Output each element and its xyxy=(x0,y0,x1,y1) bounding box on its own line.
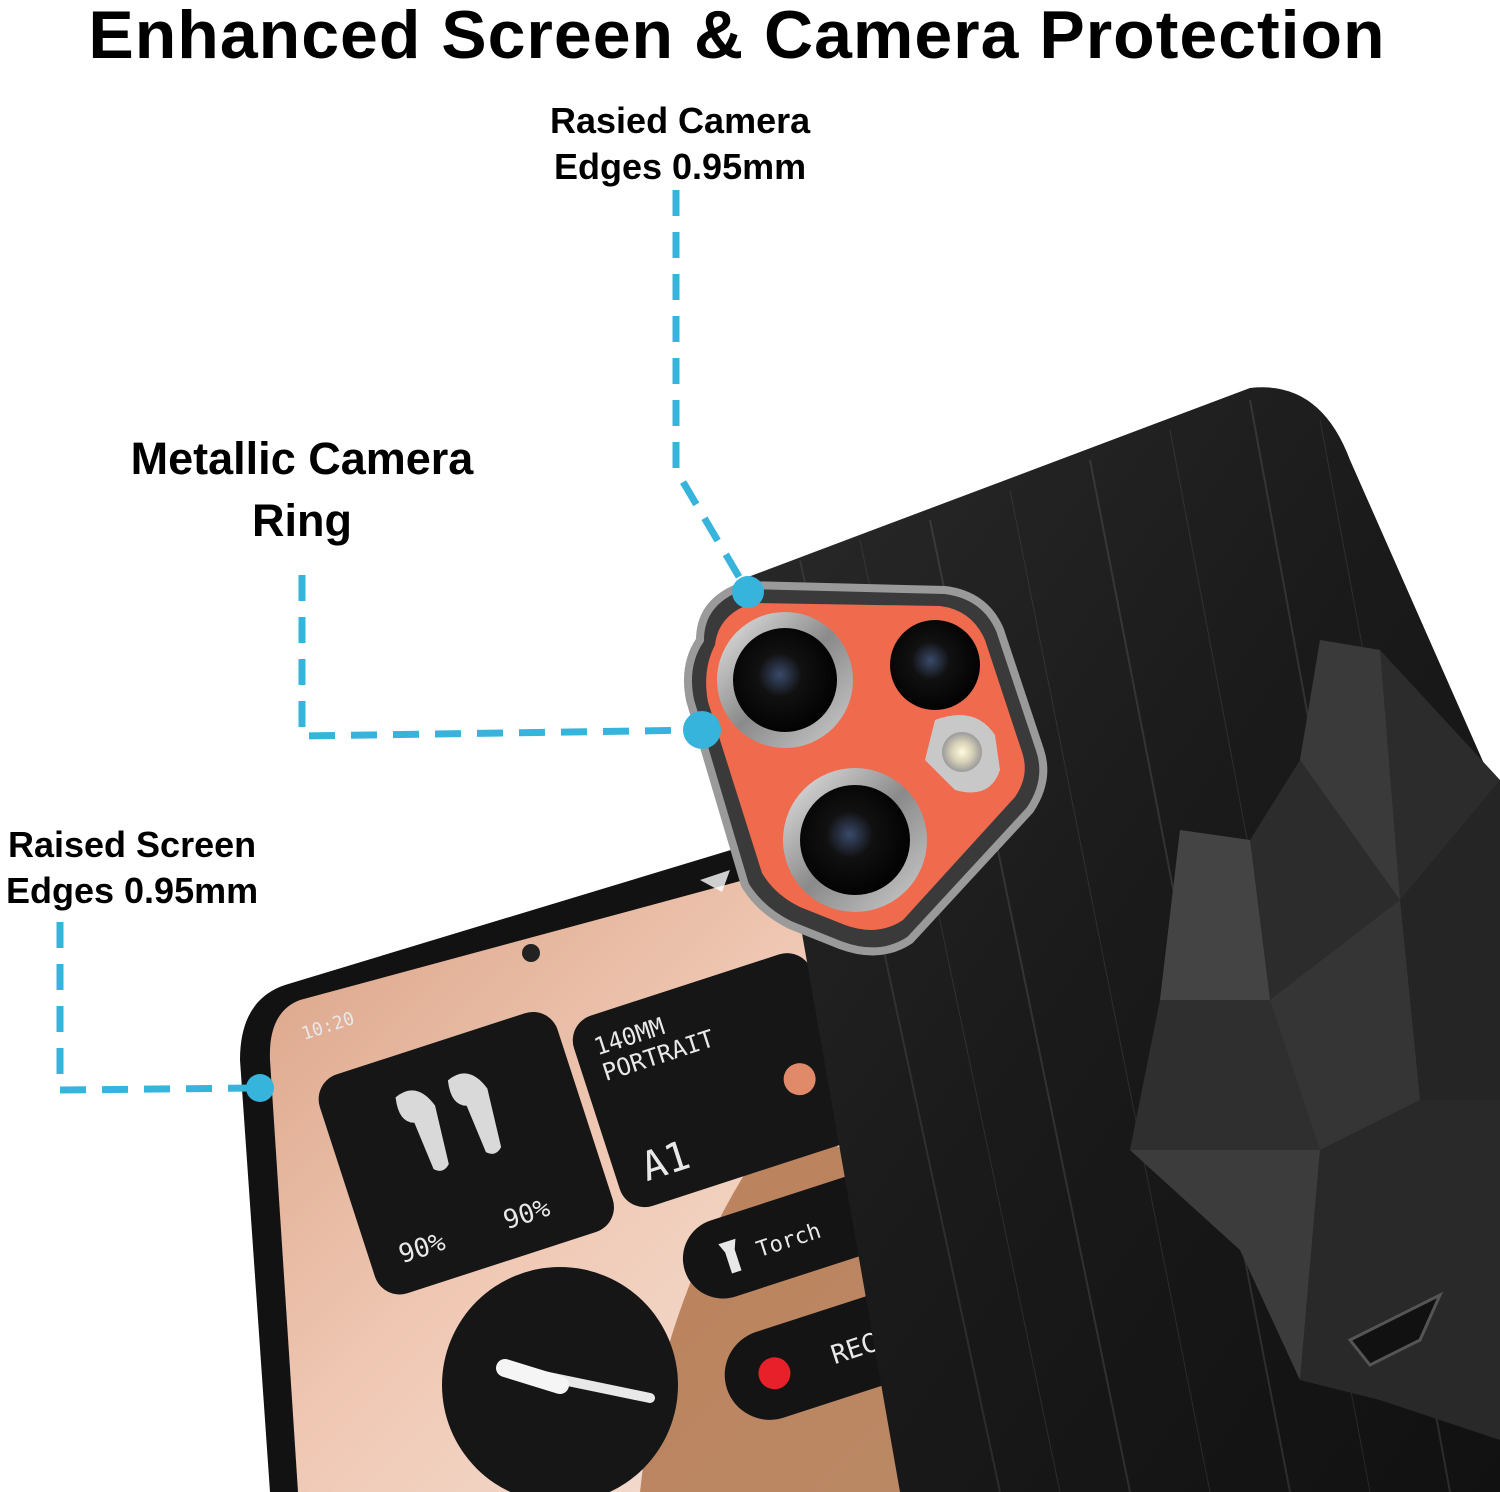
callout-line-raised-camera xyxy=(672,190,752,594)
torch-icon xyxy=(718,1238,742,1274)
callout-dot-raised-screen xyxy=(246,1074,274,1102)
telephoto-lens xyxy=(890,620,980,710)
callout-raised-screen-line1: Raised Screen xyxy=(7,824,257,865)
callout-line-raised-screen xyxy=(56,922,259,1094)
callout-metal-ring-line1: Metallic Camera xyxy=(130,433,474,484)
page-title: Enhanced Screen & Camera Protection xyxy=(88,0,1386,73)
earbuds-widget: 90% 90% xyxy=(318,1011,614,1295)
callout-lines xyxy=(56,190,752,1094)
camera-widget-dot xyxy=(783,1063,816,1096)
horse-nostril xyxy=(1347,1291,1444,1367)
callout-raised-screen-edges: Raised Screen Edges 0.95mm xyxy=(6,822,258,914)
main-lens xyxy=(733,628,837,732)
callout-metallic-camera-ring: Metallic Camera Ring xyxy=(122,428,482,552)
callout-raised-camera-line1: Rasied Camera xyxy=(550,100,811,141)
front-camera-icon xyxy=(522,944,540,962)
callout-dot-raised-camera xyxy=(732,576,764,608)
phone-case-back xyxy=(684,387,1500,1492)
camera-widget: 140MM PORTRAIT A1 xyxy=(572,953,859,1208)
callout-raised-screen-line2: Edges 0.95mm xyxy=(6,870,259,911)
earbuds-icon xyxy=(395,1073,502,1171)
ultrawide-lens xyxy=(800,785,910,895)
callout-raised-camera-edges: Rasied Camera Edges 0.95mm xyxy=(550,98,810,190)
record-dot-icon xyxy=(758,1357,791,1390)
callout-line-metal-ring xyxy=(298,575,701,740)
clock-widget xyxy=(442,1267,678,1492)
phone-front: 10:20 90% 90% 140MM PORTRAIT A1 xyxy=(240,820,960,1492)
flash-icon xyxy=(942,732,982,772)
callout-raised-camera-line2: Edges 0.95mm xyxy=(554,146,807,187)
camera-module xyxy=(684,580,1048,956)
callout-metal-ring-line2: Ring xyxy=(252,495,352,546)
status-icons xyxy=(700,870,730,892)
callout-dot-metal-ring xyxy=(683,711,721,749)
horse-emboss xyxy=(1130,640,1500,1440)
